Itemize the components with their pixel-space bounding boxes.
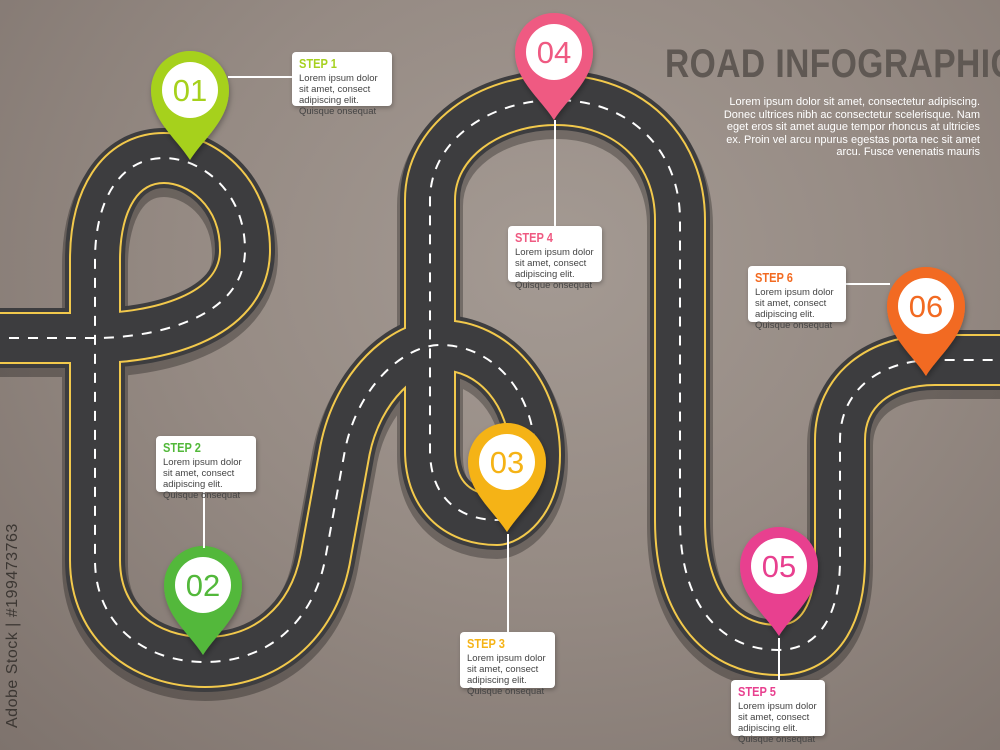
- step-1-title: STEP 1: [299, 56, 337, 71]
- step-6-text: Lorem ipsum dolor sit amet, consect adip…: [755, 287, 834, 331]
- pin-06[interactable]: 06: [887, 267, 965, 376]
- stock-watermark: Adobe Stock | #199473763: [4, 523, 21, 728]
- step-2-text: Lorem ipsum dolor sit amet, consect adip…: [163, 457, 242, 501]
- pin-04-number: 04: [537, 35, 571, 70]
- pin-05-badge: [751, 538, 807, 594]
- step-card-1: STEP 1 Lorem ipsum dolor sit amet, conse…: [292, 52, 392, 117]
- pin-04-badge: [526, 24, 582, 80]
- pin-05-number: 05: [762, 549, 796, 584]
- step-2-title: STEP 2: [163, 440, 201, 455]
- winding-road: [0, 70, 1000, 701]
- pin-04[interactable]: 04: [515, 13, 593, 120]
- step3-connector: [507, 534, 509, 634]
- road-asphalt: [0, 76, 1000, 686]
- pin-03[interactable]: 03: [468, 423, 546, 532]
- pin-01[interactable]: 01: [151, 51, 229, 160]
- step-4-text: Lorem ipsum dolor sit amet, consect adip…: [515, 247, 594, 291]
- step-card-6: STEP 6 Lorem ipsum dolor sit amet, conse…: [748, 266, 846, 331]
- description-text: Lorem ipsum dolor sit amet, consectetur …: [723, 96, 980, 158]
- step-card-5: STEP 5 Lorem ipsum dolor sit amet, conse…: [731, 680, 825, 745]
- pin-06-badge: [898, 278, 954, 334]
- step1-connector: [228, 76, 292, 78]
- step-3-title: STEP 3: [467, 636, 505, 651]
- pin-layer: 01 02 03 04 05: [151, 13, 965, 655]
- pin-03-number: 03: [490, 445, 524, 480]
- step-5-text: Lorem ipsum dolor sit amet, consect adip…: [738, 701, 817, 745]
- pin-01-badge: [162, 62, 218, 118]
- pin-06-number: 06: [909, 289, 943, 324]
- road-lane-marks: [0, 99, 1000, 663]
- pin-02[interactable]: 02: [164, 546, 242, 655]
- step-1-text: Lorem ipsum dolor sit amet, consect adip…: [299, 73, 378, 117]
- pin-01-number: 01: [173, 73, 207, 108]
- step-card-2: STEP 2 Lorem ipsum dolor sit amet, conse…: [156, 436, 256, 501]
- step4-connector: [554, 120, 556, 228]
- pin-02-number: 02: [186, 568, 220, 603]
- pin-02-badge: [175, 557, 231, 613]
- step-6-title: STEP 6: [755, 270, 793, 285]
- step-5-title: STEP 5: [738, 684, 776, 699]
- step-4-title: STEP 4: [515, 230, 553, 245]
- pin-03-badge: [479, 434, 535, 490]
- step5-connector: [778, 638, 780, 682]
- page-title: ROAD INFOGRAPHICS: [665, 42, 1000, 86]
- step-card-4: STEP 4 Lorem ipsum dolor sit amet, conse…: [508, 226, 602, 291]
- pin-05[interactable]: 05: [740, 527, 818, 636]
- step6-connector: [846, 283, 890, 285]
- step-card-3: STEP 3 Lorem ipsum dolor sit amet, conse…: [460, 632, 555, 697]
- step-3-text: Lorem ipsum dolor sit amet, consect adip…: [467, 653, 546, 697]
- step2-connector: [203, 492, 205, 548]
